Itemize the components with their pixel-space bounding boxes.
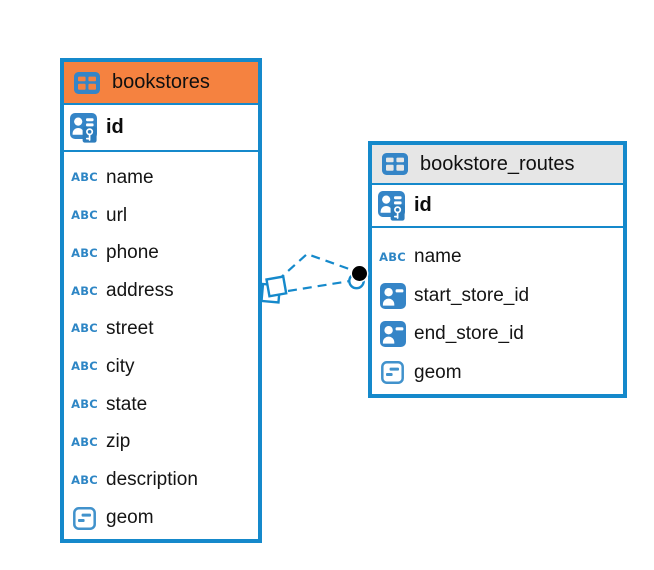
table-bookstores[interactable]: bookstores id ABC name ABC url ABC phone… — [60, 58, 262, 543]
column-row[interactable]: start_store_id — [372, 277, 623, 316]
column-name: city — [106, 355, 135, 377]
text-type-icon: ABC — [71, 359, 98, 374]
text-type-icon: ABC — [71, 396, 98, 411]
text-type-icon: ABC — [71, 283, 98, 298]
column-row[interactable]: ABC city — [64, 348, 258, 386]
table-header-bookstore-routes[interactable]: bookstore_routes — [372, 145, 623, 185]
column-row[interactable]: ABC phone — [64, 235, 258, 273]
primary-key-name: id — [414, 194, 432, 216]
column-list: ABC name ABC url ABC phone ABC address A… — [64, 152, 258, 539]
column-row[interactable]: ABC name — [372, 238, 623, 277]
table-header-bookstores[interactable]: bookstores — [64, 62, 258, 105]
column-row[interactable]: ABC zip — [64, 424, 258, 462]
column-name: name — [106, 166, 154, 188]
text-type-icon: ABC — [71, 207, 98, 222]
primary-key-icon — [378, 191, 405, 221]
primary-key-icon — [70, 113, 97, 143]
column-name: name — [414, 246, 462, 268]
primary-key-name: id — [106, 116, 124, 138]
reference-type-icon — [379, 283, 406, 309]
table-icon — [73, 72, 100, 94]
primary-key-row[interactable]: id — [372, 185, 623, 228]
column-row[interactable]: geom — [372, 354, 623, 393]
text-type-icon: ABC — [71, 321, 98, 336]
primary-key-row[interactable]: id — [64, 105, 258, 152]
column-row[interactable]: end_store_id — [372, 315, 623, 354]
column-name: url — [106, 204, 128, 226]
column-row[interactable]: ABC url — [64, 197, 258, 235]
column-name: description — [106, 469, 198, 491]
reference-type-icon — [379, 321, 406, 347]
column-row[interactable]: ABC address — [64, 272, 258, 310]
relationship-line[interactable] — [276, 252, 353, 282]
column-name: zip — [106, 431, 131, 453]
column-name: geom — [106, 507, 154, 529]
column-name: phone — [106, 242, 159, 264]
stacked-squares-marker[interactable] — [260, 275, 288, 304]
text-type-icon: ABC — [71, 170, 98, 185]
text-type-icon: ABC — [379, 249, 406, 264]
geometry-type-icon — [71, 507, 98, 530]
column-row[interactable]: ABC description — [64, 461, 258, 499]
column-name: geom — [414, 361, 462, 383]
column-name: street — [106, 318, 154, 340]
table-title: bookstore_routes — [420, 152, 575, 175]
column-name: address — [106, 280, 174, 302]
column-row[interactable]: geom — [64, 499, 258, 537]
geometry-type-icon — [379, 361, 406, 384]
column-row[interactable]: ABC state — [64, 386, 258, 424]
column-row[interactable]: ABC street — [64, 310, 258, 348]
relationship-link[interactable] — [260, 252, 369, 304]
connection-dot-marker[interactable] — [348, 264, 369, 290]
table-icon — [381, 153, 408, 175]
text-type-icon: ABC — [71, 472, 98, 487]
text-type-icon: ABC — [71, 245, 98, 260]
column-name: start_store_id — [414, 284, 530, 306]
table-bookstore-routes[interactable]: bookstore_routes id ABC name start_store… — [368, 141, 627, 398]
column-row[interactable]: ABC name — [64, 159, 258, 197]
column-name: state — [106, 393, 148, 415]
text-type-icon: ABC — [71, 434, 98, 449]
relationship-line[interactable] — [287, 279, 351, 293]
column-name: end_store_id — [414, 323, 524, 345]
table-title: bookstores — [112, 71, 210, 93]
column-list: ABC name start_store_id end_store_id ge — [372, 228, 623, 394]
